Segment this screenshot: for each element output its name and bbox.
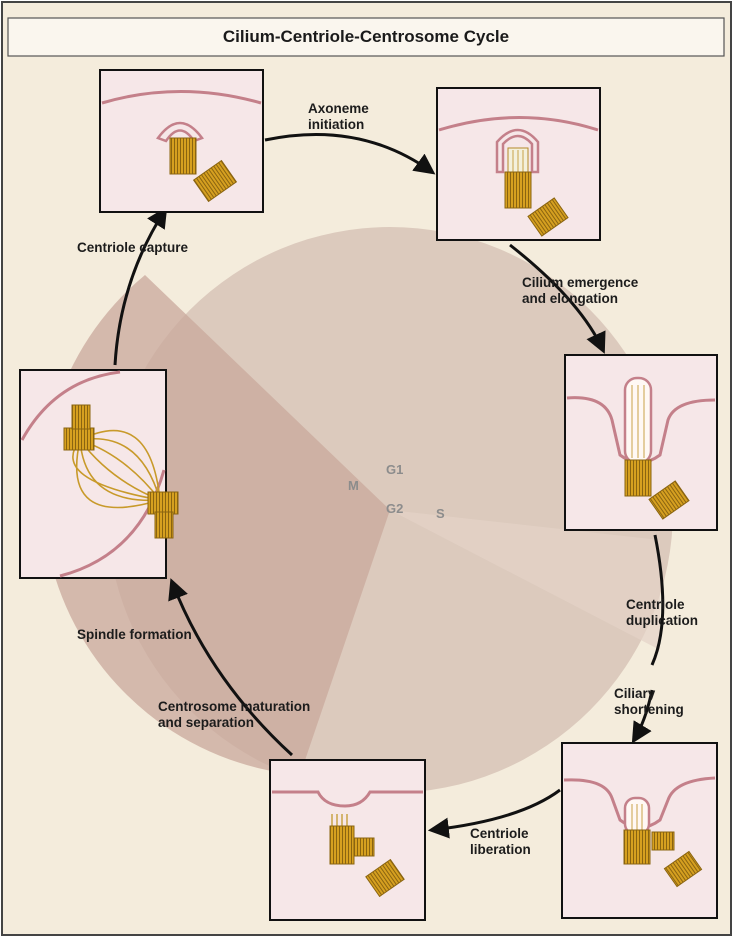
label-ciliary-shortening: Ciliary shortening: [614, 686, 684, 718]
label-centriole-capture: Centriole capture: [77, 240, 188, 256]
diagram-title: Cilium-Centriole-Centrosome Cycle: [8, 18, 724, 56]
phase-label-g1: G1: [386, 462, 403, 477]
panel-ciliary-shortening: [562, 743, 717, 918]
panel-centriole-capture: [100, 70, 263, 212]
label-centrosome-maturation: Centrosome maturation and separation: [158, 699, 310, 731]
panel-spindle-formation: [20, 370, 178, 578]
label-spindle-formation: Spindle formation: [77, 627, 192, 643]
label-centriole-duplication: Centriole duplication: [626, 597, 698, 629]
panel-axoneme-initiation: [437, 88, 600, 240]
label-centriole-liberation: Centriole liberation: [470, 826, 531, 858]
panel-centriole-liberation: [270, 760, 425, 920]
label-cilium-emergence: Cilium emergence and elongation: [522, 275, 638, 307]
phase-label-m: M: [348, 478, 359, 493]
phase-label-g2: G2: [386, 501, 403, 516]
panel-cilium-elongation: [565, 355, 717, 530]
label-axoneme-initiation: Axoneme initiation: [308, 101, 369, 133]
phase-label-s: S: [436, 506, 445, 521]
